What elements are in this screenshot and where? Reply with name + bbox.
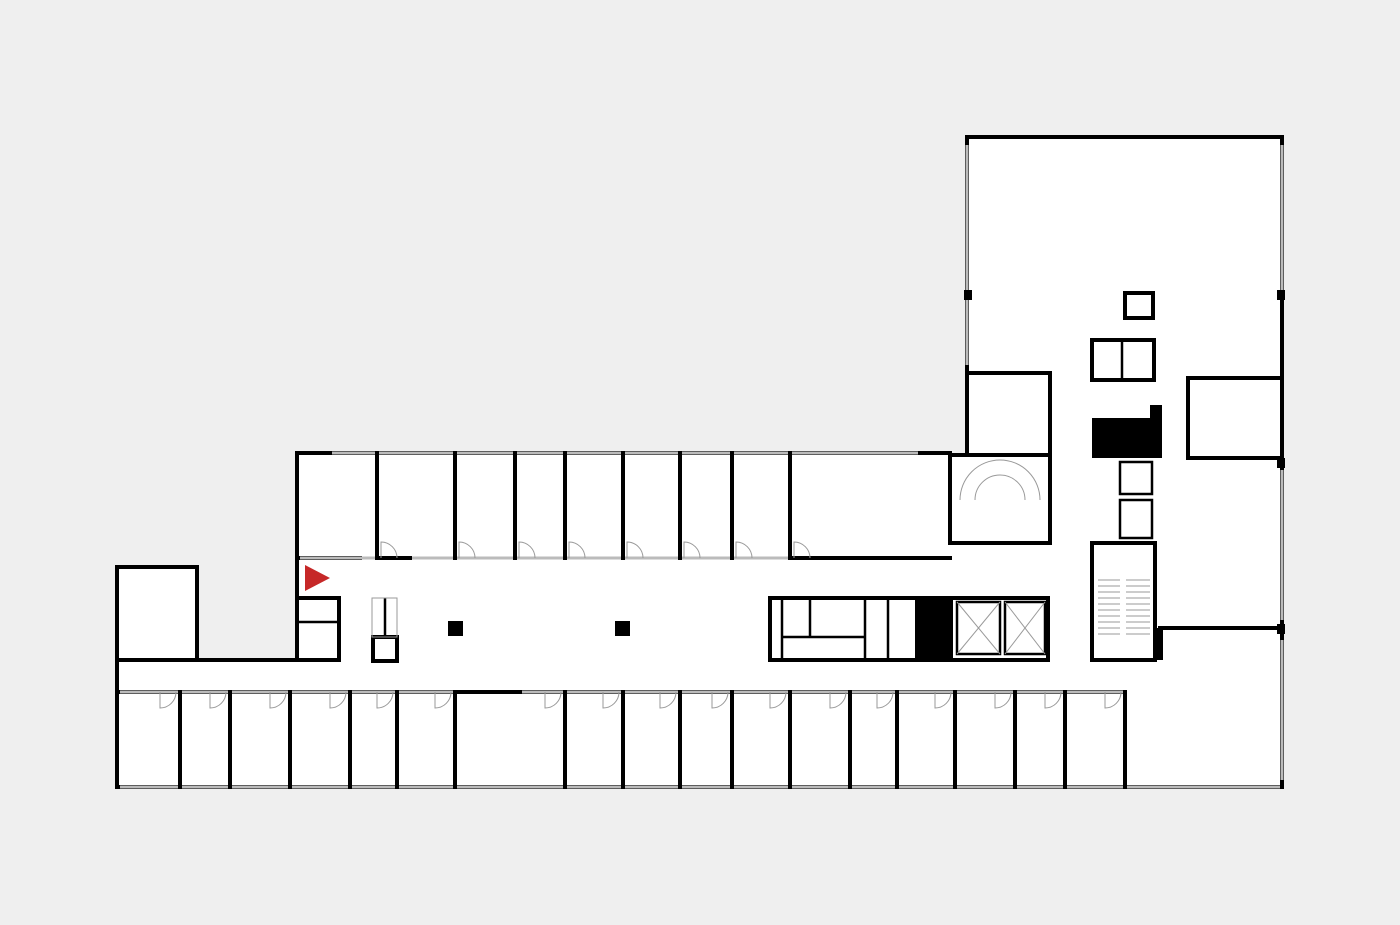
door-swing: [934, 691, 952, 709]
door-swing: [1044, 691, 1062, 709]
stair-treads: [1098, 579, 1150, 635]
door-swing: [269, 691, 287, 709]
door-swing: [626, 541, 644, 559]
door-swing: [793, 541, 811, 559]
spiral-staircase: [948, 453, 1052, 545]
door-swing: [568, 541, 586, 559]
left-wing-room: [115, 565, 199, 662]
door-swing: [544, 691, 562, 709]
door-swing: [735, 541, 753, 559]
elevator: [955, 600, 1002, 656]
door-swing: [1104, 691, 1122, 709]
door-swing: [376, 691, 394, 709]
door-swing: [329, 691, 347, 709]
door-swing: [159, 691, 177, 709]
door-swing: [683, 541, 701, 559]
door-swing: [994, 691, 1012, 709]
central-core: [768, 596, 1050, 662]
door-swing: [380, 541, 398, 559]
right-core: [1090, 291, 1163, 662]
door-swing: [518, 541, 536, 559]
elevator: [1118, 460, 1154, 496]
door-swing: [458, 541, 476, 559]
top-row-office-dividers: [375, 451, 811, 560]
door-swing: [434, 691, 452, 709]
right-wing-rooms: [966, 371, 1284, 630]
door-swing: [711, 691, 729, 709]
door-swing: [769, 691, 787, 709]
elevator: [1118, 498, 1154, 540]
door-swing: [829, 691, 847, 709]
door-swing: [209, 691, 227, 709]
building-footprint: [117, 137, 1282, 787]
stairwell: [1090, 541, 1157, 662]
entrance-toilets: [295, 596, 399, 663]
shaft-block: [915, 598, 953, 660]
door-swing: [602, 691, 620, 709]
elevator: [1003, 600, 1047, 656]
door-swing: [876, 691, 894, 709]
door-swing: [659, 691, 677, 709]
shaft-block: [1092, 418, 1160, 458]
bottom-row-office-dividers: [159, 690, 1127, 789]
you-are-here-marker[interactable]: [305, 565, 330, 591]
